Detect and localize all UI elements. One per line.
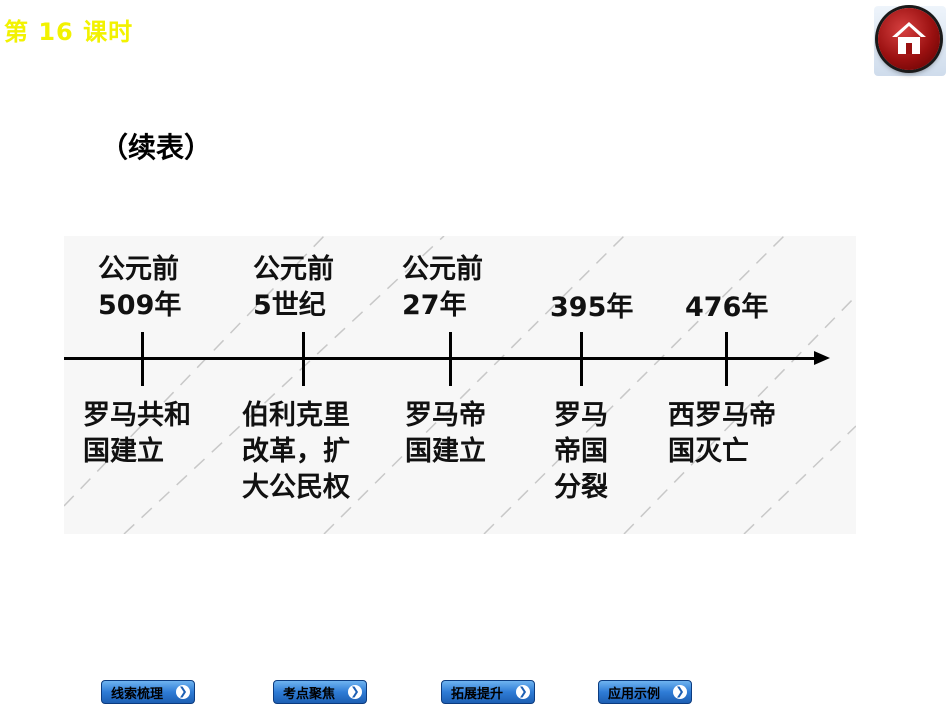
nav-button-clues[interactable]: 线索梳理 ❯	[101, 680, 195, 704]
timeline-tick	[725, 332, 728, 386]
timeline-date: 476年	[685, 292, 769, 323]
timeline-tick	[141, 332, 144, 386]
timeline-tick	[302, 332, 305, 386]
timeline-date: 395年	[550, 292, 634, 323]
home-icon	[878, 8, 940, 70]
watermark-lines	[64, 236, 856, 534]
timeline-arrow-icon	[814, 351, 830, 365]
timeline-event: 罗马共和 国建立	[83, 400, 191, 467]
timeline-date: 公元前 509年	[98, 254, 182, 321]
timeline-tick	[449, 332, 452, 386]
timeline-figure: 公元前 509年 公元前 5世纪 公元前 27年 395年 476年 罗马共和 …	[64, 236, 856, 534]
nav-button-label: 拓展提升	[451, 686, 504, 702]
slide-subtitle: （续表）	[100, 131, 213, 164]
timeline-event: 伯利克里 改革，扩 大公民权	[242, 400, 350, 503]
timeline-date: 公元前 27年	[402, 254, 483, 321]
lesson-title: 第 16 课时	[4, 18, 134, 46]
nav-button-extension[interactable]: 拓展提升 ❯	[441, 680, 535, 704]
home-button[interactable]	[874, 6, 946, 76]
chevron-right-icon: ❯	[176, 685, 190, 699]
nav-button-key-points[interactable]: 考点聚焦 ❯	[273, 680, 367, 704]
nav-button-examples[interactable]: 应用示例 ❯	[598, 680, 692, 704]
timeline-axis	[64, 357, 816, 360]
chevron-right-icon: ❯	[348, 685, 362, 699]
timeline-tick	[580, 332, 583, 386]
nav-button-label: 应用示例	[608, 686, 661, 702]
timeline-event: 罗马 帝国 分裂	[554, 400, 608, 503]
timeline-date: 公元前 5世纪	[253, 254, 334, 321]
nav-button-label: 考点聚焦	[283, 686, 336, 702]
chevron-right-icon: ❯	[673, 685, 687, 699]
nav-button-label: 线索梳理	[111, 686, 164, 702]
timeline-event: 西罗马帝 国灭亡	[668, 400, 776, 467]
timeline-event: 罗马帝 国建立	[405, 400, 486, 467]
chevron-right-icon: ❯	[516, 685, 530, 699]
